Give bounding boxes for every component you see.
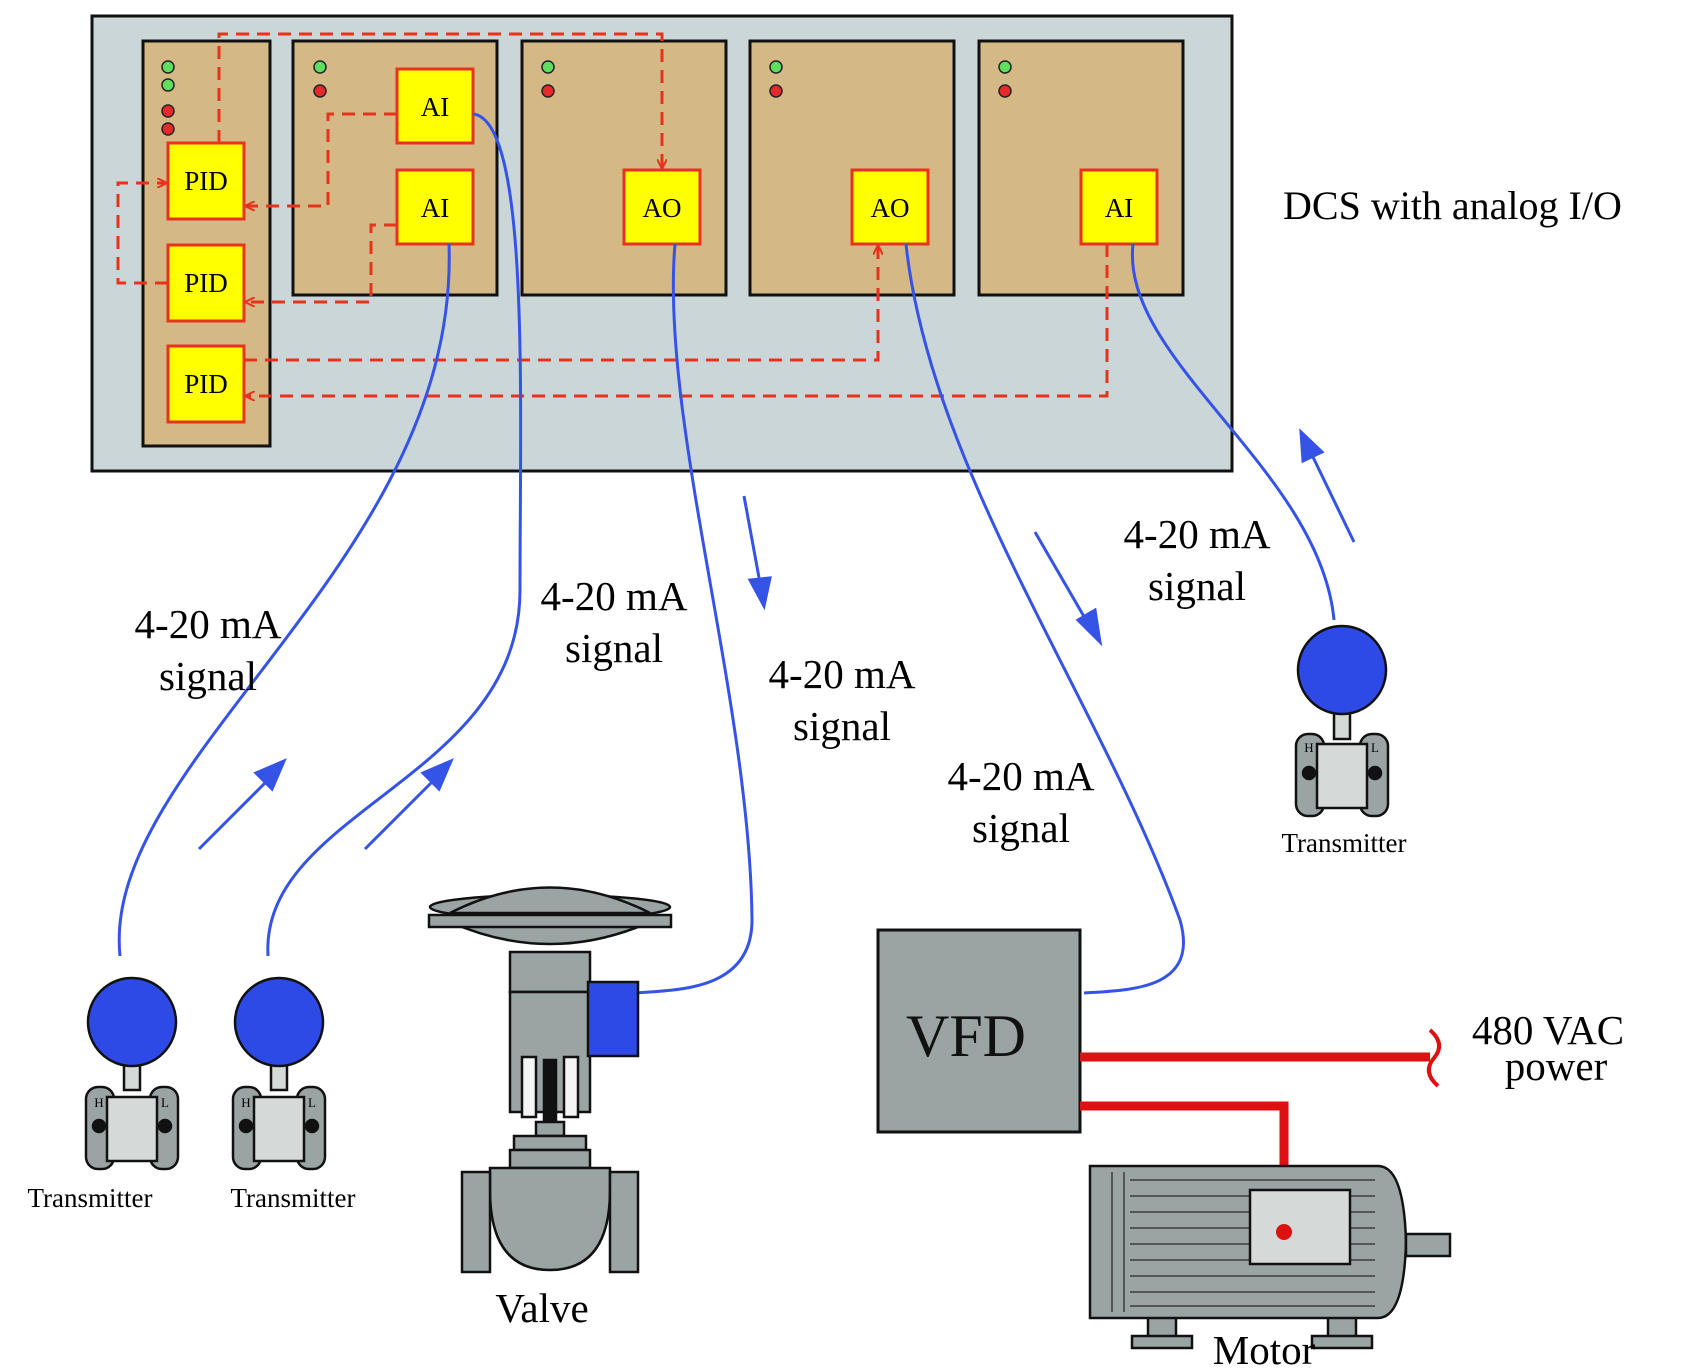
motor <box>1088 1164 1452 1350</box>
ao-block-2 <box>850 168 930 246</box>
transmitter-2-label: Transmitter <box>230 1183 355 1213</box>
signal-label-2-line1: 4-20 mA <box>541 573 688 619</box>
transmitter-2 <box>231 976 327 1171</box>
ao-block-2-label: AO <box>871 193 910 223</box>
ai-block-3-label: AI <box>1105 193 1134 223</box>
ao-block-1 <box>622 168 702 246</box>
control-valve <box>427 886 673 1274</box>
pid-block-2-label: PID <box>184 268 228 298</box>
signal-label-1-line2: signal <box>159 653 257 699</box>
signal-label-2-line2: signal <box>565 625 663 671</box>
signal-label-5-line1: 4-20 mA <box>1124 511 1271 557</box>
transmitter-3 <box>1294 624 1390 818</box>
signal-label-4-line1: 4-20 mA <box>948 753 1095 799</box>
io-card-5 <box>977 39 1185 297</box>
io-card-4 <box>748 39 956 297</box>
signal-label-1-line1: 4-20 mA <box>135 601 282 647</box>
power-break-symbol <box>1426 1028 1442 1088</box>
valve-label: Valve <box>495 1285 588 1331</box>
dcs-rack: PID PID PID AI AI AO AO AI DCS with anal… <box>90 14 1622 473</box>
signal-label-3-line2: signal <box>793 703 891 749</box>
transmitter-3-label: Transmitter <box>1281 828 1406 858</box>
ao-block-1-label: AO <box>643 193 682 223</box>
transmitter-2-high-port: H <box>241 1095 250 1110</box>
pid-block-3 <box>166 344 246 424</box>
transmitter-1-low-port: L <box>161 1095 169 1110</box>
pid-block-3-label: PID <box>184 369 228 399</box>
ai-block-1 <box>395 67 475 145</box>
ai-block-1-label: AI <box>421 92 450 122</box>
signal-label-4-line2: signal <box>972 805 1070 851</box>
status-leds <box>161 60 1012 136</box>
transmitter-1 <box>84 976 180 1171</box>
vfd-label: VFD <box>906 1003 1026 1069</box>
signal-label-5-line2: signal <box>1148 563 1246 609</box>
signal-wires <box>117 112 1336 995</box>
transmitter-2-low-port: L <box>308 1095 316 1110</box>
pid-block-1 <box>166 141 246 221</box>
transmitter-3-low-port: L <box>1371 740 1379 755</box>
motor-label: Motor <box>1213 1327 1316 1371</box>
signal-label-3-line1: 4-20 mA <box>769 651 916 697</box>
pid-block-1-label: PID <box>184 166 228 196</box>
io-card-3 <box>520 39 728 297</box>
ai-block-3 <box>1079 168 1159 246</box>
transmitter-1-high-port: H <box>94 1095 103 1110</box>
power-label-line2: power <box>1505 1043 1608 1089</box>
ai-block-2 <box>395 168 475 246</box>
internal-signal-routing <box>116 32 1109 396</box>
vfd: VFD <box>876 928 1082 1134</box>
dcs-title: DCS with analog I/O <box>1283 183 1622 228</box>
ai-block-2-label: AI <box>421 193 450 223</box>
transmitter-3-high-port: H <box>1304 740 1313 755</box>
transmitter-1-label: Transmitter <box>27 1183 152 1213</box>
power-label-line1: 480 VAC <box>1472 1007 1624 1053</box>
flow-arrows <box>197 428 1356 851</box>
